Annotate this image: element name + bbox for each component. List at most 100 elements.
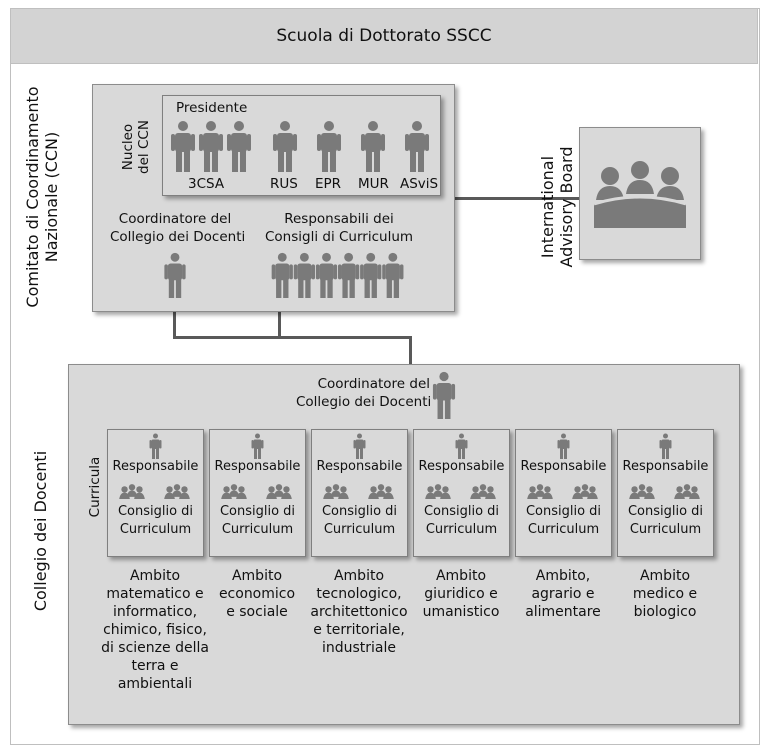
people-group-icon	[572, 484, 598, 499]
ambito-line: agrario e	[531, 586, 595, 602]
advisory-label-line2: Advisory Board	[557, 146, 576, 268]
page-title-bar: Scuola di Dottorato SSCC	[10, 8, 758, 64]
rus-person-icon	[273, 121, 297, 172]
ambito-line: e territoriale,	[313, 622, 405, 638]
consiglio-label-line1: Consiglio di	[321, 504, 398, 519]
consiglio-label-line1: Consiglio di	[117, 504, 194, 519]
collegio-coordinatore-person-icon	[432, 371, 456, 419]
member-label-epr: EPR	[315, 176, 342, 192]
people-group-icon	[470, 484, 496, 499]
ambito-line: industriale	[321, 640, 397, 656]
ambito-description: Ambito tecnologico, architettonico e territ…	[299, 567, 419, 657]
member-label-asvis: ASviS	[400, 176, 439, 192]
responsabile-label: Responsabile	[214, 459, 301, 474]
people-group-icon	[368, 484, 394, 499]
ccn-coordinatore-label: Coordinatore del Collegio dei Docenti	[110, 210, 246, 246]
ccn-coordinatore-person-icon	[164, 252, 186, 298]
ambito-line: informatico,	[112, 604, 198, 620]
ccn-side-label-line1: Comitato di Coordinamento	[23, 86, 42, 308]
connector-ccn-advisory	[455, 197, 579, 200]
advisory-label-line1: International	[538, 155, 557, 259]
consiglio-label-line1: Consiglio di	[627, 504, 704, 519]
collegio-coordinatore-line2: Collegio dei Docenti	[296, 394, 432, 410]
ambito-description: Ambito matematico e informatico, chimico, f…	[95, 567, 215, 693]
responsabile-label: Responsabile	[316, 459, 403, 474]
consiglio-label-line2: Curriculum	[323, 522, 396, 537]
consiglio-label: Consiglio di Curriculum	[209, 503, 306, 539]
responsabile-label: Responsabile	[622, 459, 709, 474]
people-group-icon	[119, 484, 145, 499]
ambito-line: umanistico	[422, 604, 500, 620]
consiglio-label-line2: Curriculum	[119, 522, 192, 537]
consiglio-label-line2: Curriculum	[221, 522, 294, 537]
responsabile-person-icon	[557, 433, 570, 459]
ambito-line: terra e	[131, 658, 179, 674]
ccn-responsabili-label: Responsabili dei Consigli di Curriculum	[265, 210, 413, 246]
ccn-responsabili-line1: Responsabili dei	[284, 211, 394, 227]
member-label-3csa: 3CSA	[188, 176, 225, 192]
ambito-description: Ambito giuridico e umanistico	[401, 567, 521, 621]
curricula-label: Curricula	[87, 447, 105, 527]
collegio-side-label-text: Collegio dei Docenti	[31, 450, 50, 612]
ambito-line: biologico	[633, 604, 697, 620]
connector-horizontal	[173, 336, 412, 339]
curricula-label-text: Curricula	[87, 456, 103, 518]
member-label-rus: RUS	[270, 176, 298, 192]
epr-person-icon	[317, 121, 341, 172]
collegio-coordinatore-label: Coordinatore del Collegio dei Docenti	[296, 375, 432, 411]
ambito-line: Ambito,	[535, 568, 591, 584]
people-group-icon	[323, 484, 349, 499]
member-label-mur: MUR	[358, 176, 389, 192]
ambito-line: Ambito	[435, 568, 487, 584]
consiglio-label-line1: Consiglio di	[219, 504, 296, 519]
people-group-icon	[425, 484, 451, 499]
consiglio-label-line2: Curriculum	[629, 522, 702, 537]
nucleo-label: Nucleo del CCN	[120, 107, 154, 187]
consiglio-label-line1: Consiglio di	[423, 504, 500, 519]
ambito-line: e sociale	[226, 604, 288, 620]
responsabile-label: Responsabile	[112, 459, 199, 474]
people-group-icon	[674, 484, 700, 499]
people-group-icon	[629, 484, 655, 499]
people-group-icon	[221, 484, 247, 499]
people-group-icon	[164, 484, 190, 499]
connector-resp-down	[278, 298, 281, 338]
consiglio-label-line1: Consiglio di	[525, 504, 602, 519]
ambito-line: matematico e	[106, 586, 204, 602]
ambito-line: architettonico	[310, 604, 408, 620]
ambito-line: di scienze della	[101, 640, 209, 656]
mur-person-icon	[361, 121, 385, 172]
responsabile-label: Responsabile	[418, 459, 505, 474]
ambito-line: economico	[218, 586, 296, 602]
ccn-side-label: Comitato di Coordinamento Nazionale (CCN…	[23, 67, 63, 327]
ccn-responsabili-line2: Consigli di Curriculum	[265, 229, 414, 245]
connector-coord-down	[173, 298, 176, 338]
asvis-person-icon	[405, 121, 429, 172]
ambito-line: Ambito	[639, 568, 691, 584]
ccn-coordinatore-line2: Collegio dei Docenti	[110, 229, 246, 245]
responsabile-label: Responsabile	[520, 459, 607, 474]
meeting-table-icon	[593, 161, 687, 228]
presidente-group-icon	[171, 121, 251, 172]
consiglio-label: Consiglio di Curriculum	[107, 503, 204, 539]
ambito-line: ambientali	[117, 676, 193, 692]
consiglio-label: Consiglio di Curriculum	[311, 503, 408, 539]
people-group-icon	[527, 484, 553, 499]
ambito-line: chimico, fisico,	[103, 622, 207, 638]
responsabile-person-icon	[353, 433, 366, 459]
ambito-line: giuridico e	[424, 586, 498, 602]
responsabile-person-icon	[251, 433, 264, 459]
nucleo-label-line1: Nucleo	[120, 123, 136, 171]
ambito-line: Ambito	[129, 568, 181, 584]
nucleo-label-line2: del CCN	[136, 120, 152, 174]
ccn-coordinatore-line1: Coordinatore del	[118, 211, 232, 227]
people-group-icon	[266, 484, 292, 499]
ambito-line: tecnologico,	[316, 586, 402, 602]
advisory-label: International Advisory Board	[538, 132, 578, 282]
ambito-line: Ambito	[333, 568, 385, 584]
